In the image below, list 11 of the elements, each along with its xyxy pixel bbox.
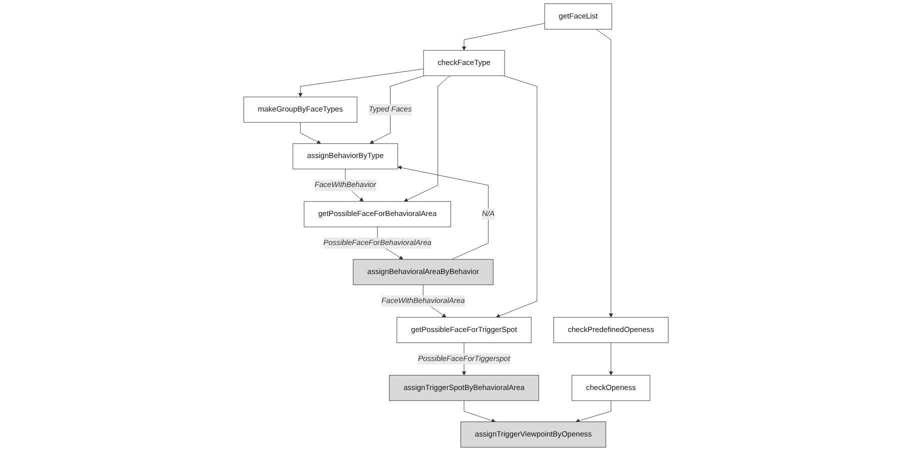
node-box bbox=[292, 143, 398, 170]
node-box bbox=[553, 317, 668, 343]
node-box bbox=[572, 374, 650, 401]
node-box bbox=[460, 422, 606, 448]
node-box bbox=[389, 374, 539, 401]
node-box bbox=[396, 317, 532, 343]
node-box bbox=[244, 96, 358, 123]
node-box bbox=[423, 50, 505, 76]
node-box bbox=[544, 4, 612, 30]
node-box bbox=[304, 201, 452, 228]
node-box bbox=[352, 259, 494, 286]
